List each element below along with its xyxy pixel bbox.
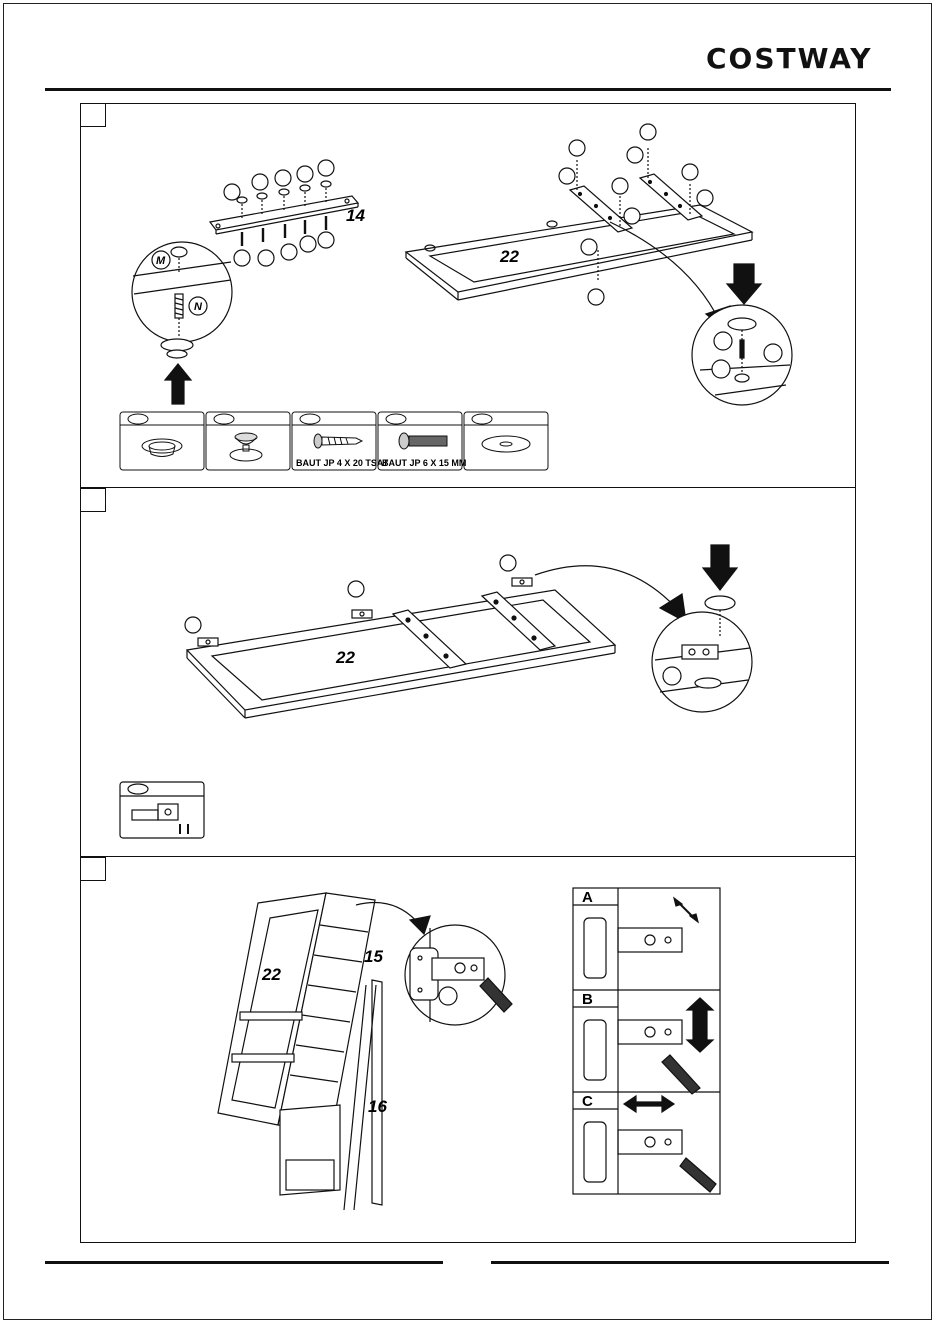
knob-detail-callout [132,242,232,404]
adjust-label-c: C [582,1093,593,1110]
adjust-label-a: A [582,889,593,906]
callout-letter-m: M [156,255,166,267]
hinge-mini-3 [512,578,532,586]
hinge-mini-1 [198,638,218,646]
cabinet-assembly [218,893,512,1210]
crossbar-part [210,160,358,266]
adjust-label-b: B [582,991,593,1008]
part-label-16: 16 [368,1097,387,1116]
footer-rule-left [45,1261,443,1264]
hardware-caption-3: BAUT JP 4 X 20 TSAT [296,458,389,468]
footer-rule-right [491,1261,889,1264]
hardware-caption-4: BAUT JP 6 X 15 MM [382,458,466,468]
hinge-mini-2 [352,610,372,618]
door-panel-step2 [120,545,752,838]
part-label-22-step3: 22 [261,965,281,984]
door-panel-step1 [406,124,792,405]
part-label-15: 15 [364,947,383,966]
part-label-14: 14 [346,206,365,225]
hinge-adjust-panels [573,888,720,1194]
callout-letter-n: N [194,301,203,313]
part-label-22-step2: 22 [335,648,355,667]
part-label-22-step1: 22 [499,247,519,266]
